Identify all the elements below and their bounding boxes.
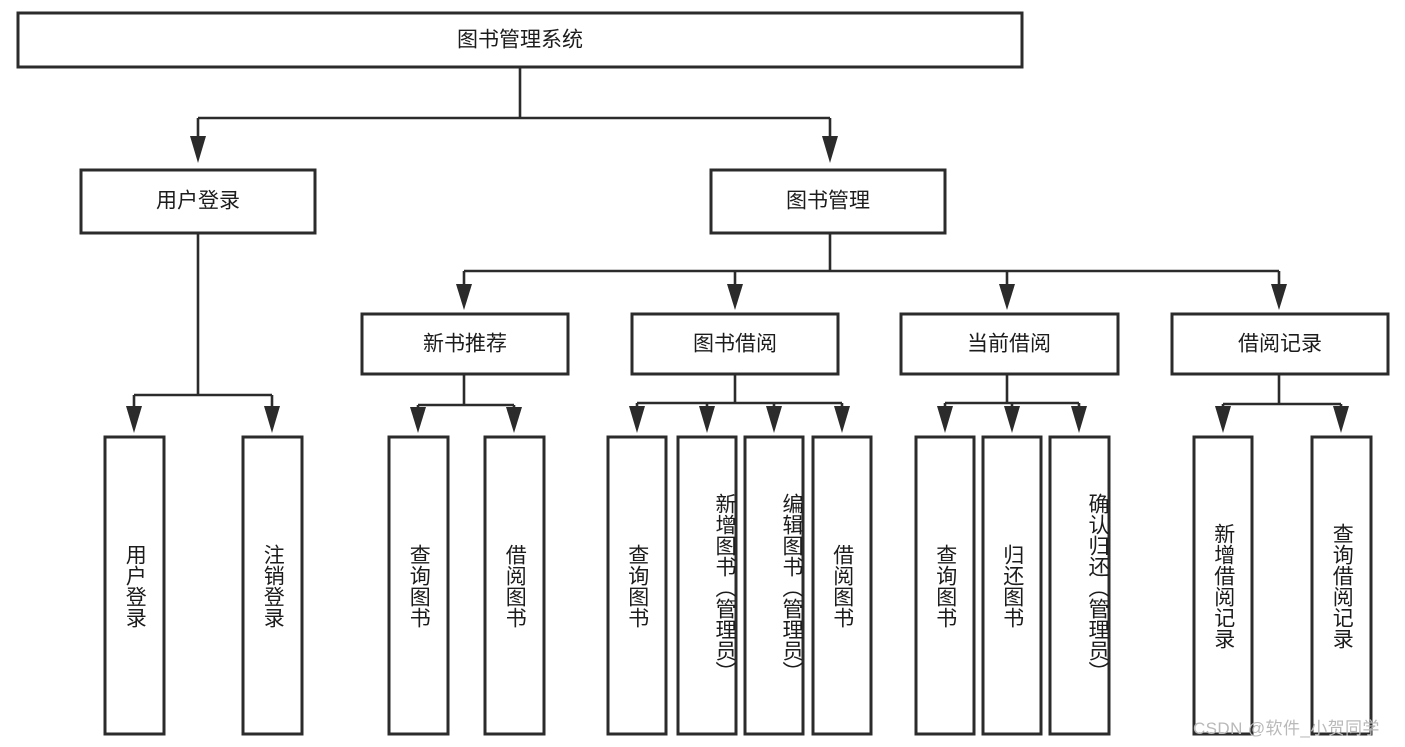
csdn-watermark: CSDN @软件_小贺同学 <box>1193 719 1380 738</box>
node-root-label: 图书管理系统 <box>457 29 583 52</box>
arrow-head-leaf-borrow-book <box>834 406 850 433</box>
leaf-confirm-return-admin-box[interactable] <box>1048 435 1111 736</box>
connector-group-root <box>190 67 838 163</box>
leaf-borrow-book-recommend-box[interactable] <box>483 435 546 736</box>
connector-group-borrow-record <box>1215 374 1349 433</box>
arrow-head-leaf-query-book-recommend <box>410 407 426 433</box>
leaf-query-book-borrow-box[interactable] <box>606 435 668 736</box>
node-new-book-recommend-box[interactable] <box>360 312 570 376</box>
node-book-management-box[interactable] <box>709 168 947 235</box>
node-book-management[interactable]: 图书管理 <box>709 168 947 235</box>
connector-group-user-login <box>126 233 280 433</box>
arrow-head-leaf-add-borrow-record <box>1215 406 1231 433</box>
node-new-book-recommend-label: 新书推荐 <box>423 333 507 356</box>
leaf-user-login-box[interactable] <box>103 435 166 736</box>
connector-group-new-book-recommend <box>410 374 522 433</box>
connector-group-book-borrow <box>629 374 850 433</box>
leaf-query-borrow-record-box[interactable] <box>1310 435 1373 736</box>
node-new-book-recommend[interactable]: 新书推荐 <box>360 312 570 376</box>
leaf-add-book-admin-box[interactable] <box>676 435 738 736</box>
arrow-head-current-borrow <box>999 284 1015 310</box>
leaf-query-book-recommend-box[interactable] <box>387 435 450 736</box>
node-book-borrow-box[interactable] <box>630 312 840 376</box>
node-borrow-record[interactable]: 借阅记录 <box>1170 312 1390 376</box>
arrow-head-leaf-query-book-current <box>937 406 953 433</box>
arrow-head-new-book-recommend <box>456 284 472 310</box>
arrow-head-book-management <box>822 136 838 163</box>
arrow-head-leaf-add-book-admin <box>699 406 715 433</box>
connector-group-book-management <box>456 233 1287 310</box>
arrow-head-leaf-confirm-return-admin <box>1071 406 1087 433</box>
arrow-head-leaf-return-book <box>1004 406 1020 433</box>
arrow-head-leaf-logout-login <box>264 406 280 433</box>
leaf-borrow-book-box[interactable] <box>811 435 873 736</box>
arrow-head-user-login <box>190 136 206 163</box>
arrow-head-book-borrow <box>727 284 743 310</box>
node-current-borrow[interactable]: 当前借阅 <box>899 312 1120 376</box>
node-root[interactable]: 图书管理系统 <box>16 11 1024 69</box>
node-book-management-label: 图书管理 <box>786 190 870 213</box>
leaf-add-borrow-record-box[interactable] <box>1192 435 1254 736</box>
node-user-login-label: 用户登录 <box>156 190 240 213</box>
arrow-head-borrow-record <box>1271 284 1287 310</box>
node-book-borrow[interactable]: 图书借阅 <box>630 312 840 376</box>
leaf-return-book-box[interactable] <box>981 435 1043 736</box>
node-borrow-record-label: 借阅记录 <box>1238 333 1322 356</box>
node-user-login[interactable]: 用户登录 <box>79 168 317 235</box>
connector-group-current-borrow <box>937 374 1087 433</box>
node-current-borrow-label: 当前借阅 <box>967 333 1051 356</box>
node-user-login-box[interactable] <box>79 168 317 235</box>
leaf-edit-book-admin-box[interactable] <box>743 435 805 736</box>
arrow-head-leaf-borrow-book-recommend <box>506 407 522 433</box>
arrow-head-leaf-user-login <box>126 406 142 433</box>
arrow-head-leaf-edit-book-admin <box>766 406 782 433</box>
arrow-head-leaf-query-book-borrow <box>629 406 645 433</box>
node-root-box[interactable] <box>16 11 1024 69</box>
leaf-query-book-current-box[interactable] <box>914 435 976 736</box>
leaf-boxes <box>103 435 1373 736</box>
arrow-head-leaf-query-borrow-record <box>1333 406 1349 433</box>
node-book-borrow-label: 图书借阅 <box>693 333 777 356</box>
node-current-borrow-box[interactable] <box>899 312 1120 376</box>
node-borrow-record-box[interactable] <box>1170 312 1390 376</box>
leaf-logout-login-box[interactable] <box>241 435 304 736</box>
